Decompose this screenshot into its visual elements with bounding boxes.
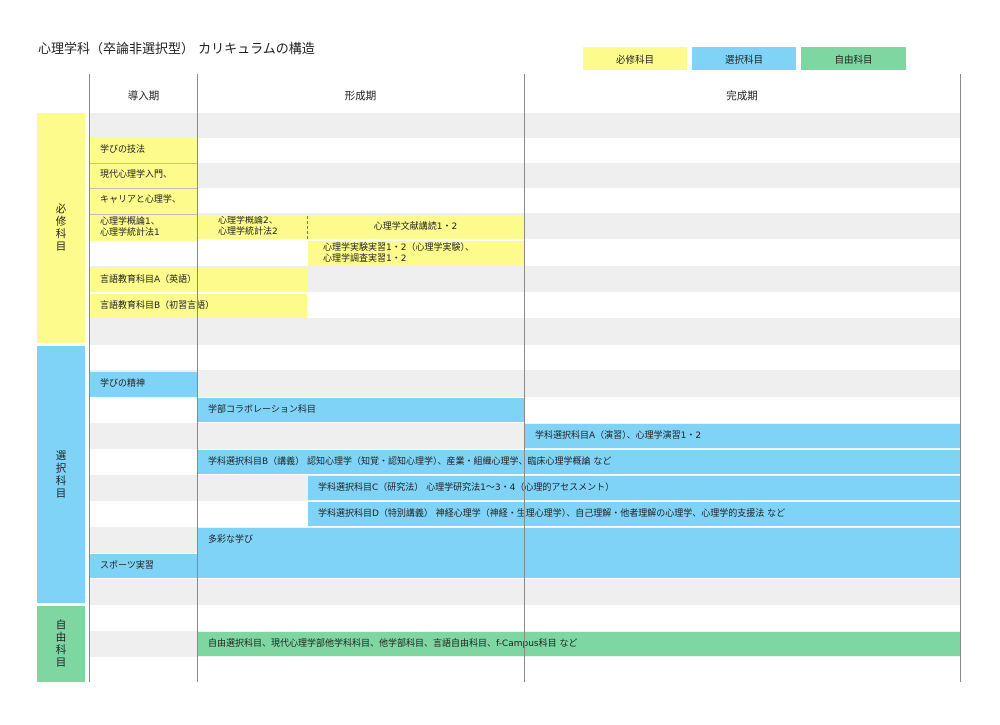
row-band bbox=[90, 579, 960, 605]
course-bunken: 心理学文献講読1・2 bbox=[307, 216, 524, 239]
row-band bbox=[90, 113, 960, 138]
period-line-formation-right bbox=[524, 74, 525, 682]
row-band bbox=[90, 318, 960, 345]
course-a-enshu: 学科選択科目A（演習）、心理学演習1・2 bbox=[525, 424, 960, 448]
period-completion: 完成期 bbox=[726, 90, 758, 102]
category-required: 必修科目 bbox=[37, 113, 85, 343]
row-divider bbox=[90, 188, 197, 189]
course-toukei2: 心理学統計法2 bbox=[218, 227, 278, 237]
row-band bbox=[90, 138, 960, 163]
course-jiyu: 自由選択科目、現代心理学部他学科科目、他学部科目、言語自由科目、f-Campus… bbox=[198, 632, 960, 656]
course-gairon1-toukei1: 心理学概論1、 心理学統計法1 bbox=[90, 214, 197, 241]
legend-required: 必修科目 bbox=[583, 47, 687, 70]
course-gengo-b: 言語教育科目B（初習言語） bbox=[90, 294, 307, 318]
row-band bbox=[90, 345, 960, 370]
course-jikken-chousa: 心理学実験実習1・2（心理学実験）、 心理学調査実習1・2 bbox=[308, 241, 524, 266]
category-required-label: 必修科目 bbox=[54, 203, 67, 253]
period-intro: 導入期 bbox=[127, 90, 160, 102]
course-gendai-nyumon: 現代心理学入門、 bbox=[100, 170, 173, 180]
course-d-tokubetsu: 学科選択科目D（特別講義） 神経心理学（神経・生理心理学）、自己理解・他者理解の… bbox=[308, 502, 960, 526]
category-free-label: 自由科目 bbox=[54, 619, 67, 669]
row-band bbox=[90, 188, 960, 213]
row-divider bbox=[90, 163, 197, 164]
row-band bbox=[90, 605, 960, 631]
course-tasai: 多彩な学び bbox=[198, 528, 960, 578]
category-elective-label: 選択科目 bbox=[54, 449, 67, 500]
category-free: 自由科目 bbox=[37, 606, 85, 682]
course-gengo-a: 言語教育科目A（英語） bbox=[90, 268, 307, 292]
legend-free: 自由科目 bbox=[801, 47, 906, 70]
course-jikken: 心理学実験実習1・2（心理学実験）、 bbox=[323, 243, 474, 253]
category-elective: 選択科目 bbox=[37, 346, 85, 603]
course-collaboration: 学部コラボレーション科目 bbox=[198, 398, 524, 422]
row-band bbox=[90, 163, 960, 188]
period-line-intro-left bbox=[89, 74, 90, 682]
period-line-completion-right bbox=[960, 74, 961, 682]
period-line-intro-right bbox=[197, 74, 198, 682]
course-gairon2-toukei2: 心理学概論2、 心理学統計法2 bbox=[198, 216, 307, 239]
course-seishin: 学びの精神 bbox=[90, 372, 197, 397]
course-chousa: 心理学調査実習1・2 bbox=[323, 254, 407, 264]
row-band bbox=[90, 239, 960, 266]
course-c-kenkyu: 学科選択科目C（研究法） 心理学研究法1～3・4（心理的アセスメント） bbox=[308, 476, 960, 500]
course-gairon2: 心理学概論2、 bbox=[218, 216, 278, 226]
course-toukei1: 心理学統計法1 bbox=[100, 228, 160, 238]
course-bar-required bbox=[90, 138, 197, 241]
course-gairon1: 心理学概論1、 bbox=[100, 217, 160, 227]
row-divider bbox=[90, 214, 197, 215]
row-band bbox=[90, 370, 960, 397]
dashed-divider bbox=[307, 216, 308, 239]
period-formation: 形成期 bbox=[344, 90, 377, 102]
course-manabi-gihou: 学びの技法 bbox=[100, 145, 146, 155]
course-career: キャリアと心理学、 bbox=[100, 195, 181, 205]
legend-elective: 選択科目 bbox=[692, 47, 796, 70]
row-band bbox=[90, 657, 960, 682]
course-sports: スポーツ実習 bbox=[90, 554, 198, 578]
page-title: 心理学科（卒論非選択型） カリキュラムの構造 bbox=[38, 42, 315, 57]
course-b-kougi: 学科選択科目B（講義） 認知心理学（知覚・認知心理学）、産業・組織心理学、臨床心… bbox=[198, 450, 960, 474]
